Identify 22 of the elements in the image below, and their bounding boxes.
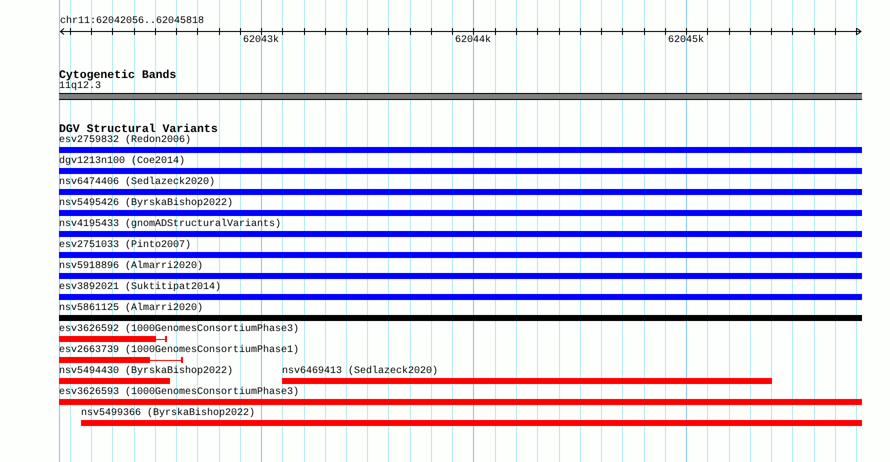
track-title: DGV Structural Variants — [59, 123, 218, 136]
variant-label: esv2663739 (1000GenomesConsortiumPhase1) — [59, 345, 300, 357]
variant-label: nsv6474406 (Sedlazeck2020) — [59, 177, 216, 189]
tick-label: 62043k — [243, 35, 279, 47]
tick-label: 62045k — [668, 35, 704, 47]
variant-label: nsv5918896 (Almarri2020) — [59, 261, 204, 273]
variant-label: nsv5494430 (ByrskaBishop2022) — [59, 366, 234, 378]
coordinate-label: chr11:62042056..62045818 — [60, 16, 204, 28]
variant-label: esv2751033 (Pinto2007) — [59, 240, 192, 252]
variant-label: nsv5495426 (ByrskaBishop2022) — [59, 198, 234, 210]
variant-label: dgv1213n100 (Coe2014) — [59, 156, 186, 168]
band-label: 11q12.3 — [59, 81, 102, 93]
variant-label: esv3626593 (1000GenomesConsortiumPhase3) — [59, 387, 300, 399]
variant-label: nsv6469413 (Sedlazeck2020) — [282, 366, 438, 378]
variant-label: nsv5861125 (Almarri2020) — [59, 303, 204, 315]
variant-label: nsv5499366 (ByrskaBishop2022) — [81, 408, 256, 420]
variant-label: esv3892021 (Suktitipat2014) — [59, 282, 222, 294]
variant-label: esv3626592 (1000GenomesConsortiumPhase3) — [59, 324, 300, 336]
tick-label: 62044k — [455, 35, 491, 47]
variant-label: nsv4195433 (gnomADStructuralVariants) — [59, 219, 282, 231]
track-title: Cytogenetic Bands — [59, 69, 176, 82]
variant-label: esv2759832 (Redon2006) — [59, 135, 192, 147]
